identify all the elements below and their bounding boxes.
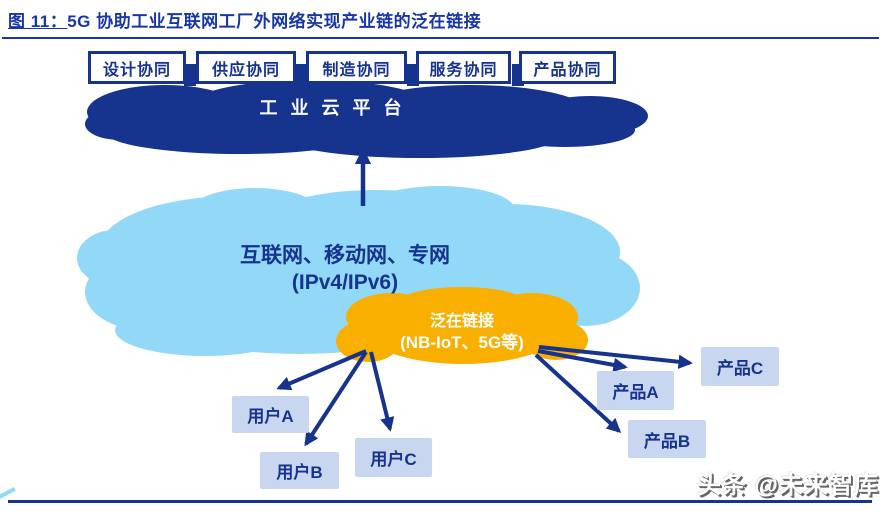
node-user-a: 用户A	[232, 396, 309, 433]
collab-box-design: 设计协同	[88, 51, 186, 84]
arrow-link-to-user-c	[369, 351, 395, 432]
platform-cloud-label: 工 业 云 平 台	[259, 98, 406, 118]
bottom-divider-line	[8, 500, 872, 503]
figure-title-text: 5G 协助工业互联网工厂外网络实现产业链的泛在链接	[67, 12, 482, 31]
link-cloud-shape	[336, 287, 588, 364]
link-cloud-line2: (NB-IoT、5G等)	[400, 333, 524, 352]
figure-number: 图 11：	[8, 12, 68, 31]
node-user-b: 用户B	[260, 452, 339, 489]
link-cloud-line1: 泛在链接	[429, 313, 494, 330]
network-cloud-line2: (IPv4/IPv6)	[291, 271, 399, 294]
arrow-link-to-user-a	[276, 349, 367, 391]
link-cloud-label: 泛在链接 (NB-IoT、5G等)	[372, 311, 552, 353]
collab-box-service: 服务协同	[416, 51, 511, 84]
arrow-link-to-product-b	[534, 353, 622, 433]
collab-box-supply: 供应协同	[196, 51, 296, 84]
node-user-c: 用户C	[355, 438, 432, 477]
collab-box-manufacture: 制造协同	[306, 51, 407, 84]
watermark-text: 头条 @未来智库	[696, 472, 879, 499]
node-product-b: 产品B	[628, 420, 706, 458]
node-product-c: 产品C	[701, 347, 779, 386]
collab-box-product: 产品协同	[519, 51, 616, 84]
figure-title: 图 11：5G 协助工业互联网工厂外网络实现产业链的泛在链接	[8, 7, 481, 32]
arrow-link-to-product-c	[538, 345, 693, 369]
node-product-a: 产品A	[597, 371, 674, 410]
arrow-link-to-product-a	[537, 349, 628, 372]
title-divider-line	[2, 37, 879, 39]
arrow-link-to-user-b	[304, 350, 368, 447]
network-cloud-label: 互联网、移动网、专网 (IPv4/IPv6)	[178, 242, 512, 296]
network-cloud-line1: 互联网、移动网、专网	[240, 244, 450, 267]
